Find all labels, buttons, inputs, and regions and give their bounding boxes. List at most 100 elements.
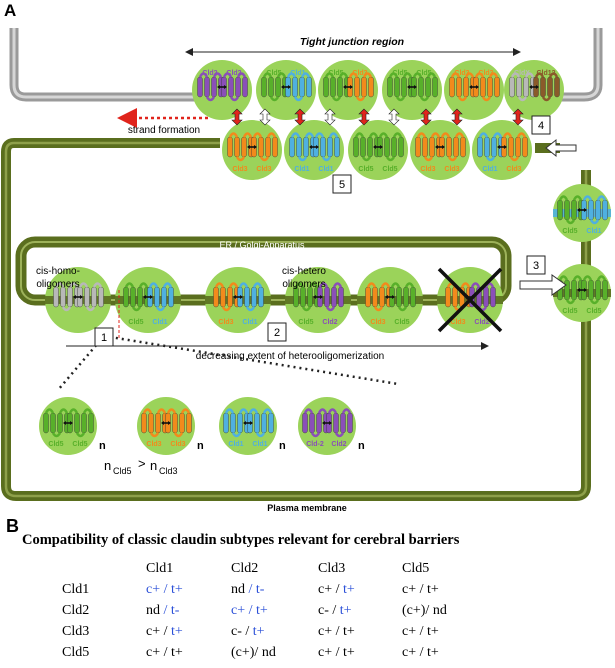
claudin-label: Cld-2 bbox=[306, 441, 324, 448]
claudin-label: Cld5 bbox=[416, 70, 431, 77]
claudin-label: Cld1 bbox=[252, 441, 267, 448]
svg-text:Cld3: Cld3 bbox=[159, 466, 178, 476]
svg-text:>: > bbox=[138, 456, 146, 471]
claudin-label: Cld3 bbox=[232, 166, 247, 173]
panel-b-letter: B bbox=[6, 516, 19, 536]
claudin-label: Cld5 bbox=[298, 319, 313, 326]
claudin-label: Cld2 bbox=[322, 319, 337, 326]
trans-interaction-arrow bbox=[512, 108, 524, 126]
claudin-label: Cld3 bbox=[370, 319, 385, 326]
er-golgi-label: ER / Golgi-Apparatus bbox=[219, 240, 305, 250]
column-header: Cld5 bbox=[402, 560, 430, 576]
column-header: Cld3 bbox=[318, 560, 346, 576]
row-header: Cld2 bbox=[62, 602, 90, 618]
multiplier-label: n bbox=[358, 440, 365, 452]
svg-text:n: n bbox=[104, 458, 111, 473]
claudin-label: Cld5 bbox=[266, 70, 281, 77]
claudin-label: Cld3 bbox=[420, 166, 435, 173]
panel-b-title: Compatibility of classic claudin subtype… bbox=[22, 532, 460, 548]
svg-text:2: 2 bbox=[274, 327, 280, 339]
compat-cell: c+ / t+ bbox=[318, 581, 355, 597]
claudin-label: Cld3 bbox=[146, 441, 161, 448]
multiplier-label: n bbox=[99, 440, 106, 452]
claudin-label: Cld3 bbox=[478, 70, 493, 77]
tj-bottom-cell: Cld5 Cld5 bbox=[348, 120, 408, 180]
tight-junction-label: Tight junction region bbox=[300, 36, 404, 48]
svg-text:1: 1 bbox=[101, 332, 107, 344]
claudin-label: CldX bbox=[514, 70, 530, 77]
tj-bottom-cell: Cld3 Cld3 bbox=[410, 120, 470, 180]
row-header: Cld5 bbox=[62, 644, 90, 660]
claudin-label: Cld3 bbox=[444, 166, 459, 173]
cis-homo-label-1: cis-homo- bbox=[36, 266, 80, 277]
panel-b: B Compatibility of classic claudin subty… bbox=[0, 516, 615, 668]
svg-text:Cld5: Cld5 bbox=[113, 466, 132, 476]
step-number-box: 2 bbox=[267, 322, 287, 342]
tj-top-cell: Cld3 Cld3 bbox=[444, 60, 504, 120]
claudin-label: Cld3 bbox=[170, 441, 185, 448]
claudin-label: Cld1 bbox=[290, 70, 305, 77]
compat-cell: nd / t- bbox=[146, 602, 180, 618]
claudin-label: Cld5 bbox=[586, 308, 601, 315]
claudin-label: Cld1 bbox=[152, 319, 167, 326]
claudin-label: Cld5 bbox=[128, 319, 143, 326]
step-4-arrow bbox=[545, 138, 577, 158]
expansion-line-right bbox=[103, 334, 399, 386]
claudin-label: Cld12 bbox=[536, 70, 555, 77]
multiplier-label: n bbox=[279, 440, 286, 452]
claudin-label: Cld5 bbox=[48, 441, 63, 448]
trans-interaction-arrow bbox=[358, 108, 370, 126]
trans-interaction-arrow bbox=[324, 108, 336, 126]
claudin-label: Cld1 bbox=[318, 166, 333, 173]
svg-text:n: n bbox=[150, 458, 157, 473]
claudin-label: Cld3 bbox=[256, 166, 271, 173]
claudin-label: Cld5 bbox=[392, 70, 407, 77]
claudin-label: Cld5 bbox=[358, 166, 373, 173]
claudin-label: Cld3 bbox=[352, 70, 367, 77]
claudin-label: Cld2 bbox=[202, 70, 217, 77]
cis-hetero-label-2: oligomers bbox=[282, 279, 325, 290]
claudin-label: Cld5 bbox=[382, 166, 397, 173]
compat-cell: c+ / t+ bbox=[318, 623, 355, 639]
step-number-box: 5 bbox=[332, 174, 352, 194]
compat-cell: c+ / t+ bbox=[146, 623, 183, 639]
compat-cell: c- / t+ bbox=[231, 623, 265, 639]
compat-cell: c+ / t+ bbox=[146, 581, 183, 597]
plasma-membrane-label: Plasma membrane bbox=[267, 503, 347, 513]
trans-interaction-arrow bbox=[388, 108, 400, 126]
claudin-label: Cld3 bbox=[454, 70, 469, 77]
column-header: Cld2 bbox=[231, 560, 259, 576]
svg-text:4: 4 bbox=[538, 120, 544, 132]
claudin-label: Cld1 bbox=[586, 228, 601, 235]
step-number-box: 1 bbox=[94, 327, 114, 347]
compat-cell: c- / t+ bbox=[318, 602, 352, 618]
trans-interaction-arrow bbox=[420, 108, 432, 126]
compat-cell: nd / t- bbox=[231, 581, 265, 597]
er-cell: Cld5 Cld1 bbox=[115, 267, 181, 333]
claudin-label: Cld2 bbox=[331, 441, 346, 448]
corner-cell bbox=[62, 558, 146, 579]
claudin-label: Cld2 bbox=[474, 319, 489, 326]
strand-formation-label: strand formation bbox=[128, 125, 200, 136]
claudin-label: Cld1 bbox=[482, 166, 497, 173]
compat-cell: (c+)/ nd bbox=[231, 644, 276, 660]
cis-hetero-label-1: cis-hetero bbox=[282, 266, 326, 277]
compat-cell: c+ / t+ bbox=[318, 644, 355, 660]
compat-cell: c+ / t+ bbox=[402, 644, 439, 660]
claudin-label: Cld5 bbox=[562, 308, 577, 315]
claudin-label: Cld5 bbox=[328, 70, 343, 77]
trans-interaction-arrow bbox=[259, 108, 271, 126]
svg-text:3: 3 bbox=[533, 260, 539, 272]
